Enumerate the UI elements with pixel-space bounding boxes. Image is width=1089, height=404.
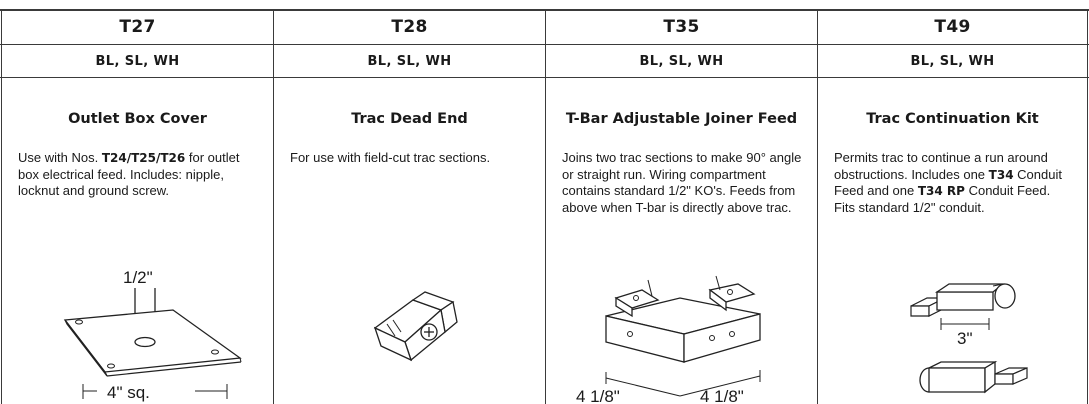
product-description: For use with field-cut trac sections.	[290, 150, 491, 165]
model-reference: T24/T25/T26	[101, 151, 186, 165]
finish-options: BL, SL, WH	[95, 53, 180, 69]
row-divider	[0, 77, 1089, 78]
outlet-box-cover-drawing: 1/2" 4" sq.	[55, 262, 255, 402]
joiner-feed-drawing: 4 1/8" 4 1/8"	[560, 268, 810, 404]
finish-options: BL, SL, WH	[639, 53, 724, 69]
row-divider	[0, 44, 1089, 45]
column-divider	[545, 9, 546, 404]
finish-options: BL, SL, WH	[367, 53, 452, 69]
product-name: Trac Dead End	[351, 111, 468, 127]
product-code: T28	[391, 17, 428, 37]
column-divider	[1087, 9, 1088, 404]
trac-dead-end-drawing	[365, 288, 475, 368]
product-description: Joins two trac sections to make 90° angl…	[562, 150, 802, 215]
column-divider	[273, 9, 274, 404]
product-name: T-Bar Adjustable Joiner Feed	[565, 111, 798, 127]
product-description: Permits trac to continue a run around ob…	[834, 150, 1062, 215]
product-code: T27	[119, 17, 156, 37]
product-name: Outlet Box Cover	[68, 111, 207, 127]
model-reference: T34 RP	[917, 184, 965, 198]
continuation-kit-drawing: 3"	[905, 270, 1035, 402]
model-reference: T34	[988, 167, 1014, 182]
dimension-label-right: 4 1/8"	[700, 387, 744, 404]
product-description: Use with Nos. T24/T25/T26 for outlet box…	[18, 150, 240, 198]
dimension-label-bottom: 4" sq.	[107, 383, 150, 402]
finish-options: BL, SL, WH	[910, 53, 995, 69]
dimension-label-mid: 3"	[957, 329, 973, 348]
column-divider	[817, 9, 818, 404]
dimension-label-top: 1/2"	[123, 268, 153, 287]
table-top-border	[0, 9, 1089, 11]
product-name: Trac Continuation Kit	[866, 111, 1039, 127]
column-divider	[1, 9, 2, 404]
product-code: T49	[934, 17, 971, 37]
dimension-label-left: 4 1/8"	[576, 387, 620, 404]
product-code: T35	[663, 17, 700, 37]
